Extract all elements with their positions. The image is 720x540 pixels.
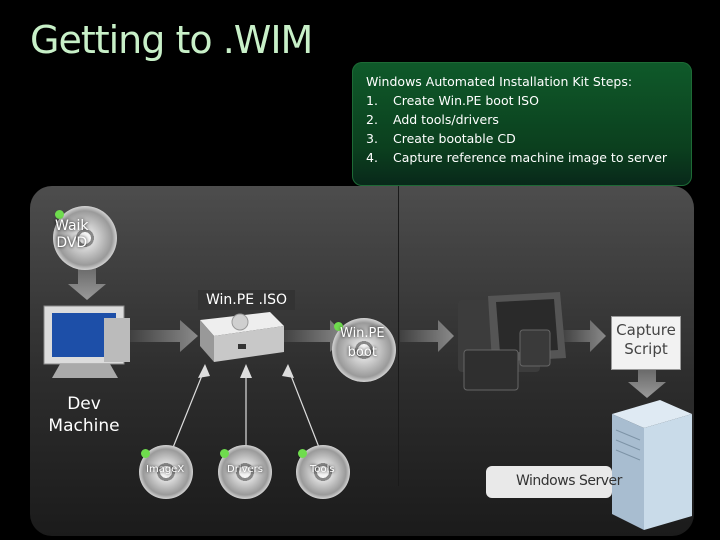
waik-dvd-disc-icon bbox=[53, 206, 117, 270]
step-item: 2.Add tools/drivers bbox=[366, 112, 499, 127]
winpe-boot-label: Win.PE boot bbox=[340, 326, 385, 360]
waik-dvd-label: Waik DVD bbox=[55, 218, 89, 251]
step-item: 3.Create bootable CD bbox=[366, 131, 516, 146]
step-item: 4.Capture reference machine image to ser… bbox=[366, 150, 668, 165]
windows-server-label: Windows Server bbox=[516, 473, 622, 489]
arrow-right-script-icon bbox=[562, 320, 606, 352]
winpe-boot-disc-icon bbox=[332, 318, 396, 382]
steps-heading: Windows Automated Installation Kit Steps… bbox=[366, 74, 633, 89]
imagex-disc-icon bbox=[139, 445, 193, 499]
drivers-label: Drivers bbox=[227, 464, 263, 475]
capture-script-doc: Capture Script bbox=[611, 316, 681, 370]
tools-label: Tools bbox=[310, 464, 335, 475]
arrow-down-server-icon bbox=[628, 370, 666, 398]
windows-server-badge: Windows Server bbox=[486, 466, 622, 498]
tools-disc-icon bbox=[296, 445, 350, 499]
arrow-right-pos-icon bbox=[400, 320, 454, 352]
dev-machine-label: Dev Machine bbox=[48, 394, 120, 436]
imagex-label: ImageX bbox=[146, 464, 185, 475]
arrow-down-dvd-icon bbox=[68, 268, 106, 300]
arrow-right-boot-icon bbox=[282, 320, 346, 352]
drivers-disc-icon bbox=[218, 445, 272, 499]
arrow-right-iso-icon bbox=[130, 320, 198, 352]
winpe-iso-label: Win.PE .ISO bbox=[198, 290, 295, 310]
monitor-icon bbox=[43, 305, 130, 378]
steps-box: Windows Automated Installation Kit Steps… bbox=[352, 62, 692, 186]
pos-terminal-icon bbox=[458, 292, 566, 391]
server-icon bbox=[612, 400, 692, 530]
step-item: 1.Create Win.PE boot ISO bbox=[366, 93, 539, 108]
slide-title: Getting to .WIM bbox=[30, 18, 313, 62]
capture-script-label: Capture Script bbox=[616, 321, 676, 358]
divider bbox=[398, 186, 399, 486]
hard-drive-icon bbox=[200, 312, 284, 362]
